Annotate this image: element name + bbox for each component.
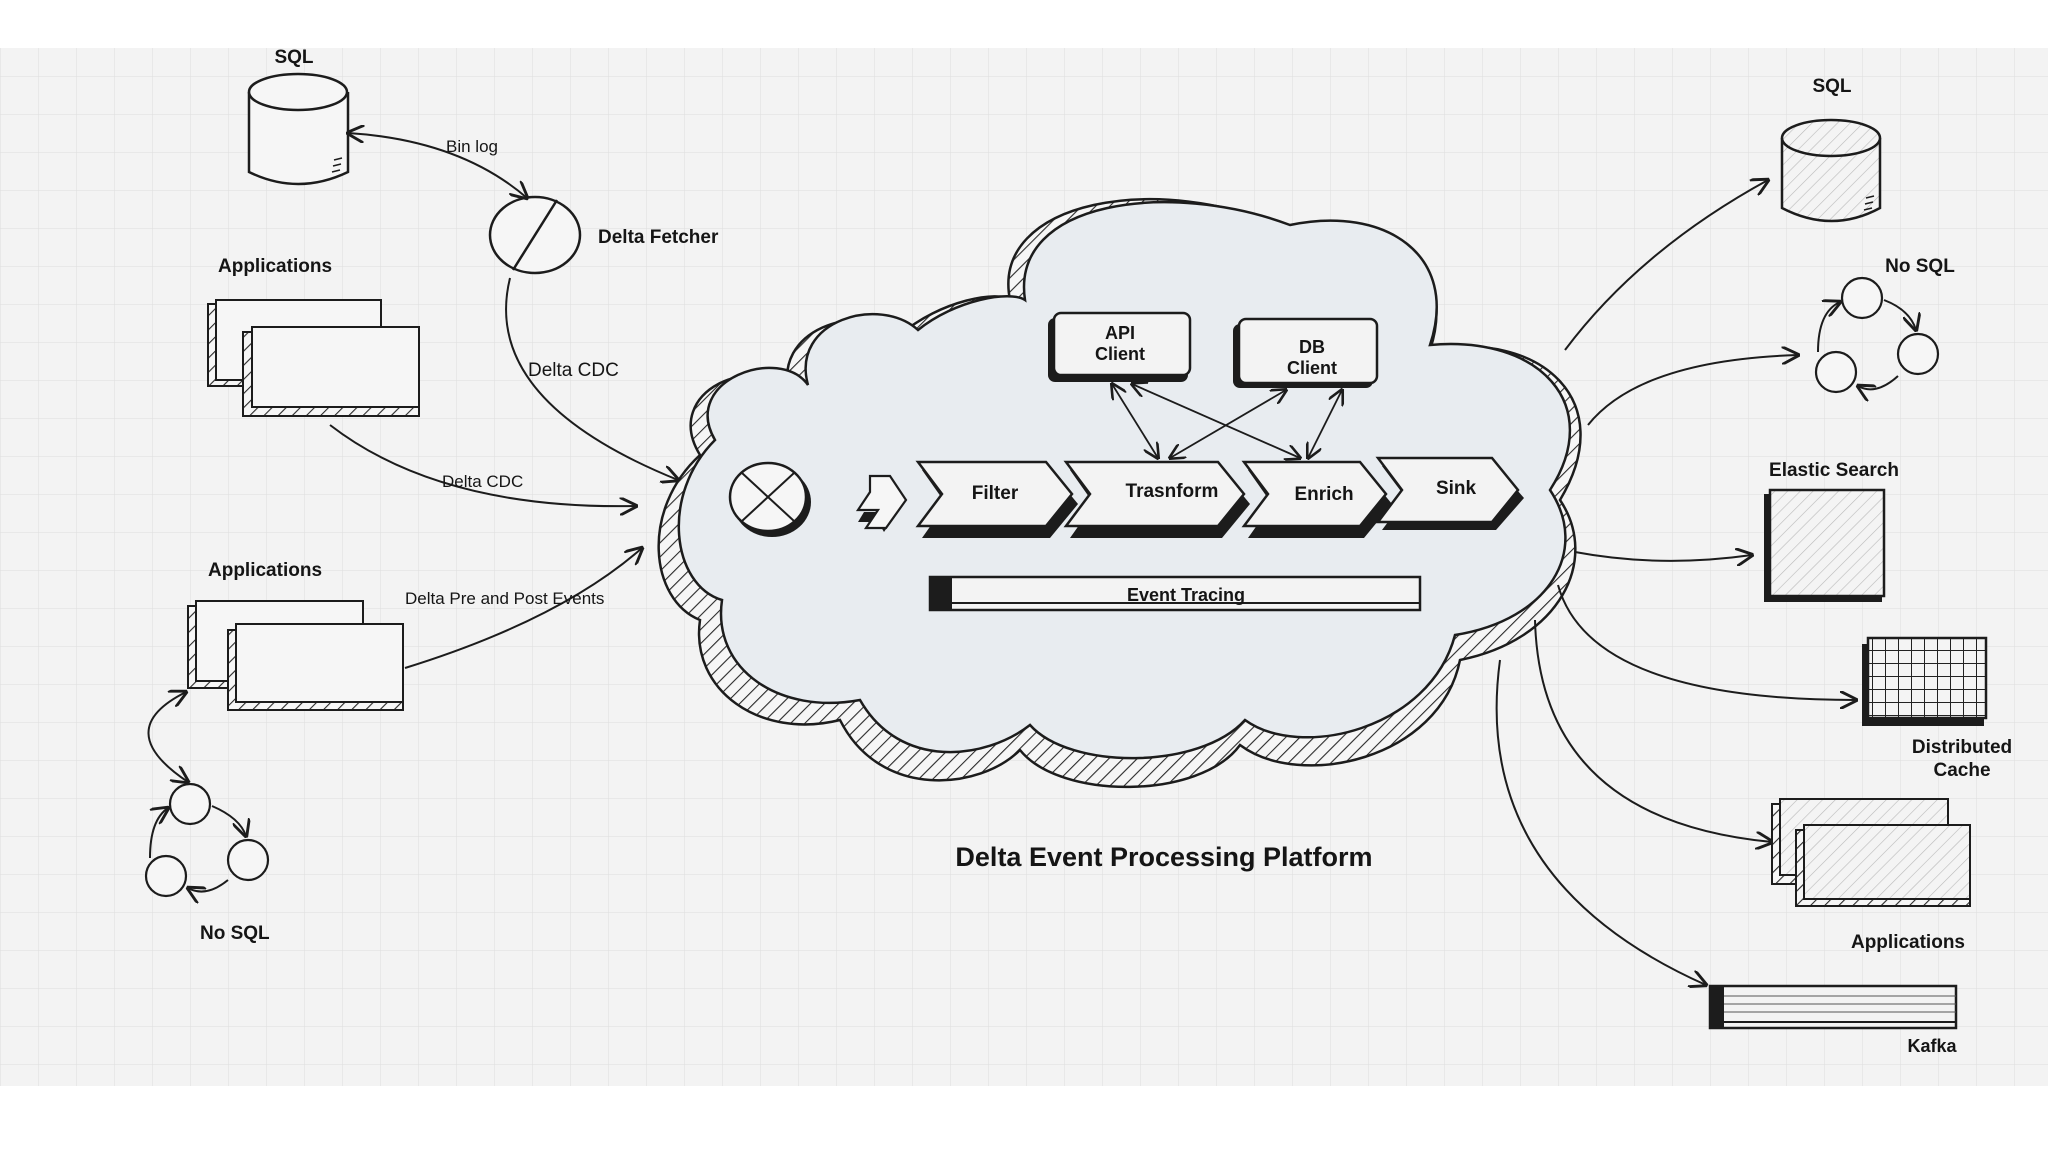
bin-log-arrow: [348, 133, 527, 198]
sink-kafka-icon: [1708, 984, 1958, 1030]
stage-transform-label: Trasnform: [1126, 481, 1219, 502]
event-tracing-label: Event Tracing: [1127, 585, 1245, 605]
sink-kafka-label: Kafka: [1907, 1036, 1957, 1056]
delta-pre-post-arrow: [404, 548, 642, 669]
source-applications-top-label: Applications: [218, 256, 332, 277]
bin-log-label: Bin log: [446, 137, 498, 156]
sink-applications-label: Applications: [1851, 932, 1965, 953]
platform-title: Delta Event Processing Platform: [955, 842, 1372, 872]
delta-cdc-fetcher-label: Delta CDC: [528, 360, 619, 381]
sink-arrows: [1495, 180, 1856, 985]
db-client-label-line2: Client: [1287, 358, 1337, 378]
ingest-gateway-icon: [728, 461, 811, 537]
sink-cache-label-line1: Distributed: [1912, 737, 2012, 758]
delta-cdc-apps-label: Delta CDC: [442, 472, 523, 491]
source-applications-bottom-icon: [187, 600, 404, 711]
sink-sql-label: SQL: [1812, 76, 1851, 97]
delta-cdc-fetcher-arrow: [505, 277, 678, 480]
source-sql-label: SQL: [274, 47, 313, 68]
stage-enrich-label: Enrich: [1294, 484, 1353, 505]
sink-nosql-label: No SQL: [1885, 256, 1955, 277]
delta-fetcher-icon: [488, 195, 582, 275]
stage-filter-shape: [915, 460, 1078, 538]
stage-enrich-shape: [1241, 460, 1392, 538]
db-client-label-line1: DB: [1299, 337, 1325, 357]
source-nosql-icon: [144, 782, 270, 896]
source-sql-icon: [247, 72, 350, 186]
client-stage-connectors: [1112, 384, 1342, 458]
sink-cache-icon: [1862, 636, 1988, 726]
delta-cdc-apps-arrow: [329, 424, 636, 506]
sink-elastic-label: Elastic Search: [1769, 460, 1899, 481]
source-nosql-label: No SQL: [200, 923, 270, 944]
sink-applications-icon: [1771, 798, 1971, 907]
sink-nosql-icon: [1814, 276, 1940, 392]
api-client-label-line2: Client: [1095, 344, 1145, 364]
source-applications-top-icon: [207, 299, 420, 417]
delta-fetcher-label: Delta Fetcher: [598, 227, 719, 248]
delta-pre-post-label: Delta Pre and Post Events: [405, 589, 604, 608]
sink-cache-label-line2: Cache: [1933, 760, 1990, 781]
stage-sink-label: Sink: [1436, 478, 1477, 499]
event-tracing-bar: [928, 575, 1422, 612]
sink-sql-icon: [1780, 118, 1882, 223]
entry-arrow-icon: [855, 474, 908, 532]
db-client-box: [1233, 317, 1379, 388]
stage-filter-label: Filter: [972, 483, 1019, 504]
stage-sink-shape: [1375, 456, 1524, 530]
nosql-apps-link: [147, 692, 188, 782]
source-applications-bottom-label: Applications: [208, 560, 322, 581]
stage-transform-shape: [1063, 460, 1250, 538]
api-client-box: [1048, 311, 1192, 382]
api-client-label-line1: API: [1105, 323, 1135, 343]
sink-elastic-icon: [1764, 488, 1886, 602]
